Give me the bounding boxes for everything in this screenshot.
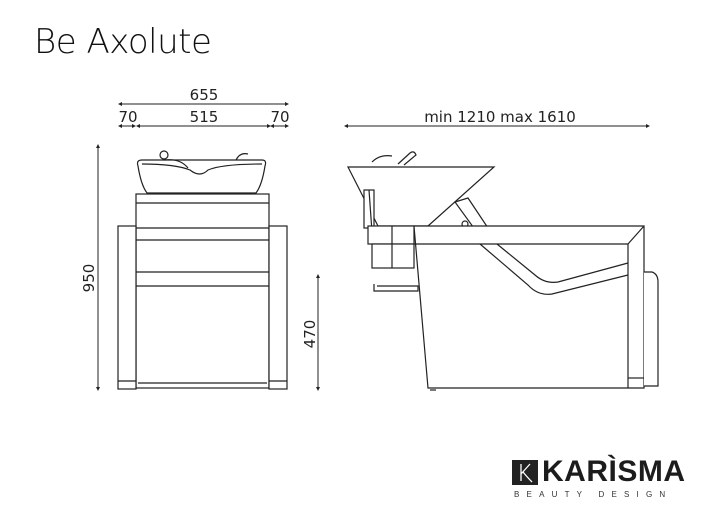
dim-side-right: 70 xyxy=(270,108,289,126)
brand-name: KARÌSMA xyxy=(542,455,686,488)
side-view xyxy=(347,151,659,391)
brand-tagline: BEAUTY DESIGN xyxy=(514,490,673,499)
front-view xyxy=(117,150,288,390)
brand-logo: KARÌSMA BEAUTY DESIGN xyxy=(512,456,712,506)
dim-center: 515 xyxy=(190,108,219,126)
dim-seat-height: 470 xyxy=(301,320,319,349)
side-dimension-lines xyxy=(316,124,650,391)
dim-total-width: 655 xyxy=(190,86,219,104)
dim-side-left: 70 xyxy=(118,108,137,126)
brand-mark-icon xyxy=(512,460,538,485)
dim-height: 950 xyxy=(80,264,98,293)
page-title: Be Axolute xyxy=(34,22,212,62)
dim-length: min 1210 max 1610 xyxy=(424,108,576,126)
front-dimension-lines xyxy=(96,102,289,391)
